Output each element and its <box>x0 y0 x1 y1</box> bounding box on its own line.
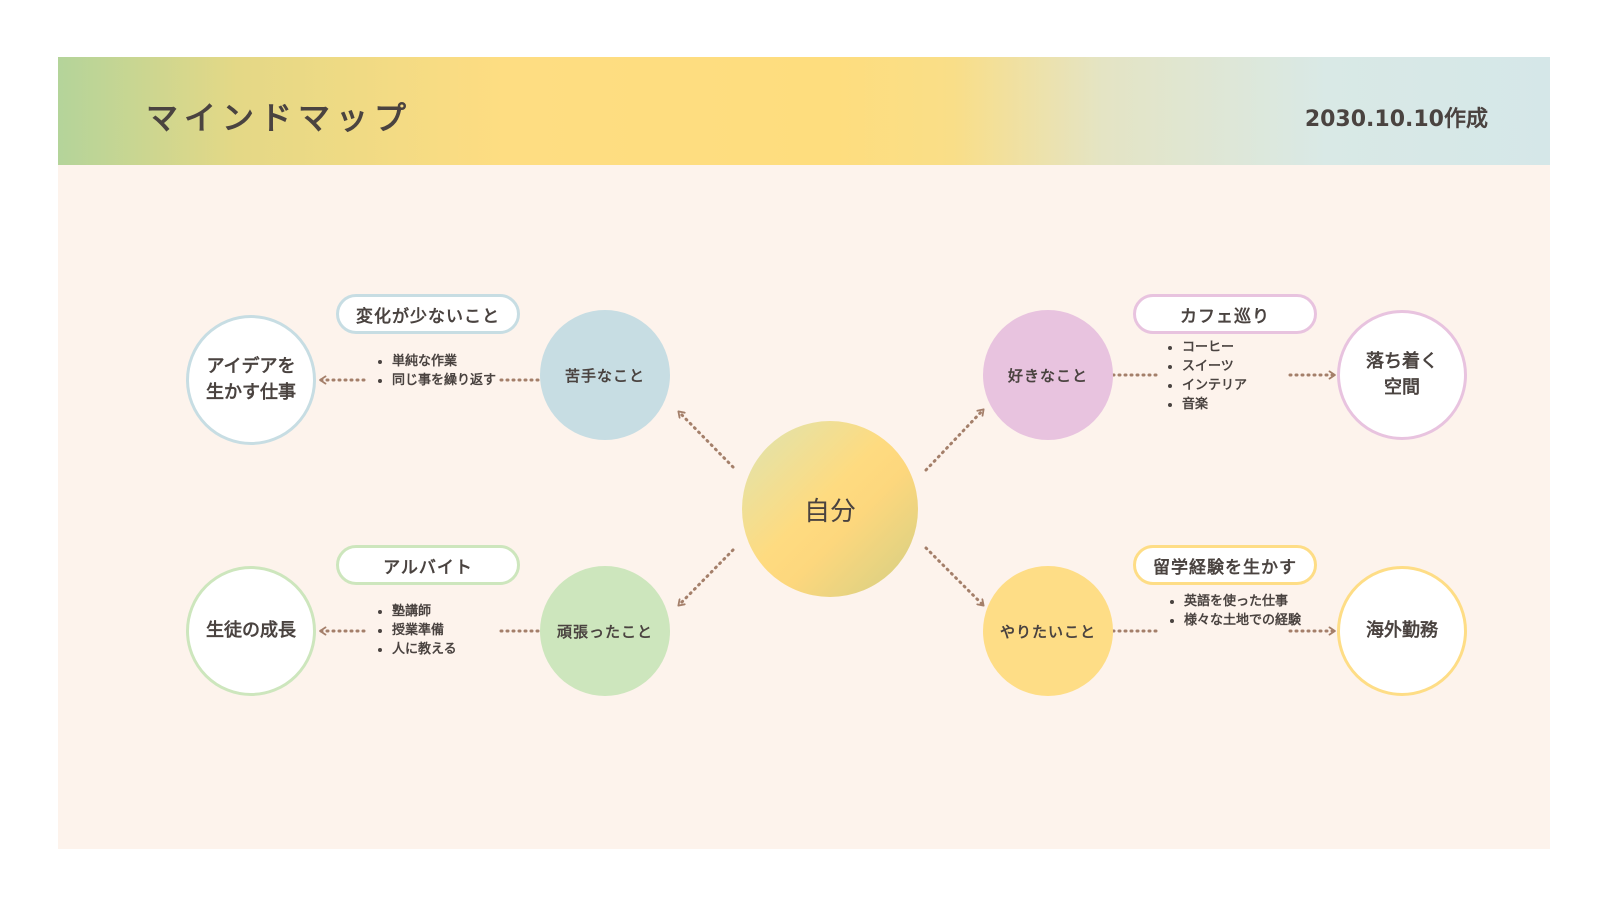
result-line: アイデアを <box>206 356 296 377</box>
list-item: 塾講師 <box>392 602 510 621</box>
result-node-dislike: アイデアを 生かす仕事 <box>186 315 316 445</box>
tag-pill-dislike: 変化が少ないこと <box>336 294 520 334</box>
center-node-label: 自分 <box>803 496 856 527</box>
result-line: 生かす仕事 <box>206 382 296 403</box>
list-item: インテリア <box>1182 376 1302 395</box>
list-item: 同じ事を繰り返す <box>392 371 510 390</box>
connector-center-like <box>924 408 985 472</box>
notes-list-want: 英語を使った仕事 様々な土地での経験 <box>1168 592 1304 630</box>
result-line: 海外勤務 <box>1366 620 1438 641</box>
list-item: 人に教える <box>392 640 510 659</box>
notes-list-like: コーヒー スイーツ インテリア 音楽 <box>1166 338 1302 414</box>
list-item: 授業準備 <box>392 621 510 640</box>
mid-node-want: やりたいこと <box>983 566 1113 696</box>
mid-node-effort: 頑張ったこと <box>540 566 670 696</box>
result-line: 空間 <box>1384 377 1420 398</box>
list-item: 英語を使った仕事 <box>1184 592 1304 611</box>
tag-label: 留学経験を生かす <box>1153 557 1297 578</box>
header-banner: マインドマップ 2030.10.10作成 <box>58 57 1550 165</box>
connector-center-effort <box>677 548 735 607</box>
center-node: 自分 <box>742 421 918 597</box>
result-node-effort: 生徒の成長 <box>186 566 316 696</box>
mid-node-label: 好きなこと <box>1007 366 1088 385</box>
tag-pill-like: カフェ巡り <box>1133 294 1317 334</box>
tag-pill-want: 留学経験を生かす <box>1133 545 1317 585</box>
notes-list-dislike: 単純な作業 同じ事を繰り返す <box>376 352 510 390</box>
list-item: 様々な土地での経験 <box>1184 611 1304 630</box>
list-item: スイーツ <box>1182 357 1302 376</box>
connector-center-want <box>924 546 985 607</box>
mid-node-dislike: 苦手なこと <box>540 310 670 440</box>
result-node-want: 海外勤務 <box>1337 566 1467 696</box>
slide-background: マインドマップ 2030.10.10作成 <box>58 57 1550 849</box>
tag-label: カフェ巡り <box>1180 306 1270 327</box>
connector-center-dislike <box>677 410 735 469</box>
mid-node-label: やりたいこと <box>999 622 1096 641</box>
list-item: 音楽 <box>1182 395 1302 414</box>
list-item: 単純な作業 <box>392 352 510 371</box>
result-line: 落ち着く <box>1366 351 1438 372</box>
result-line: 生徒の成長 <box>206 620 296 641</box>
mid-node-label: 頑張ったこと <box>556 622 653 641</box>
list-item: コーヒー <box>1182 338 1302 357</box>
mid-node-like: 好きなこと <box>983 310 1113 440</box>
result-node-like: 落ち着く 空間 <box>1337 310 1467 440</box>
notes-list-effort: 塾講師 授業準備 人に教える <box>376 602 510 659</box>
tag-pill-effort: アルバイト <box>336 545 520 585</box>
tag-label: 変化が少ないこと <box>356 306 500 327</box>
page-title: マインドマップ <box>146 99 413 137</box>
mid-node-label: 苦手なこと <box>564 366 645 385</box>
tag-label: アルバイト <box>383 557 473 578</box>
created-date: 2030.10.10作成 <box>1304 107 1488 132</box>
